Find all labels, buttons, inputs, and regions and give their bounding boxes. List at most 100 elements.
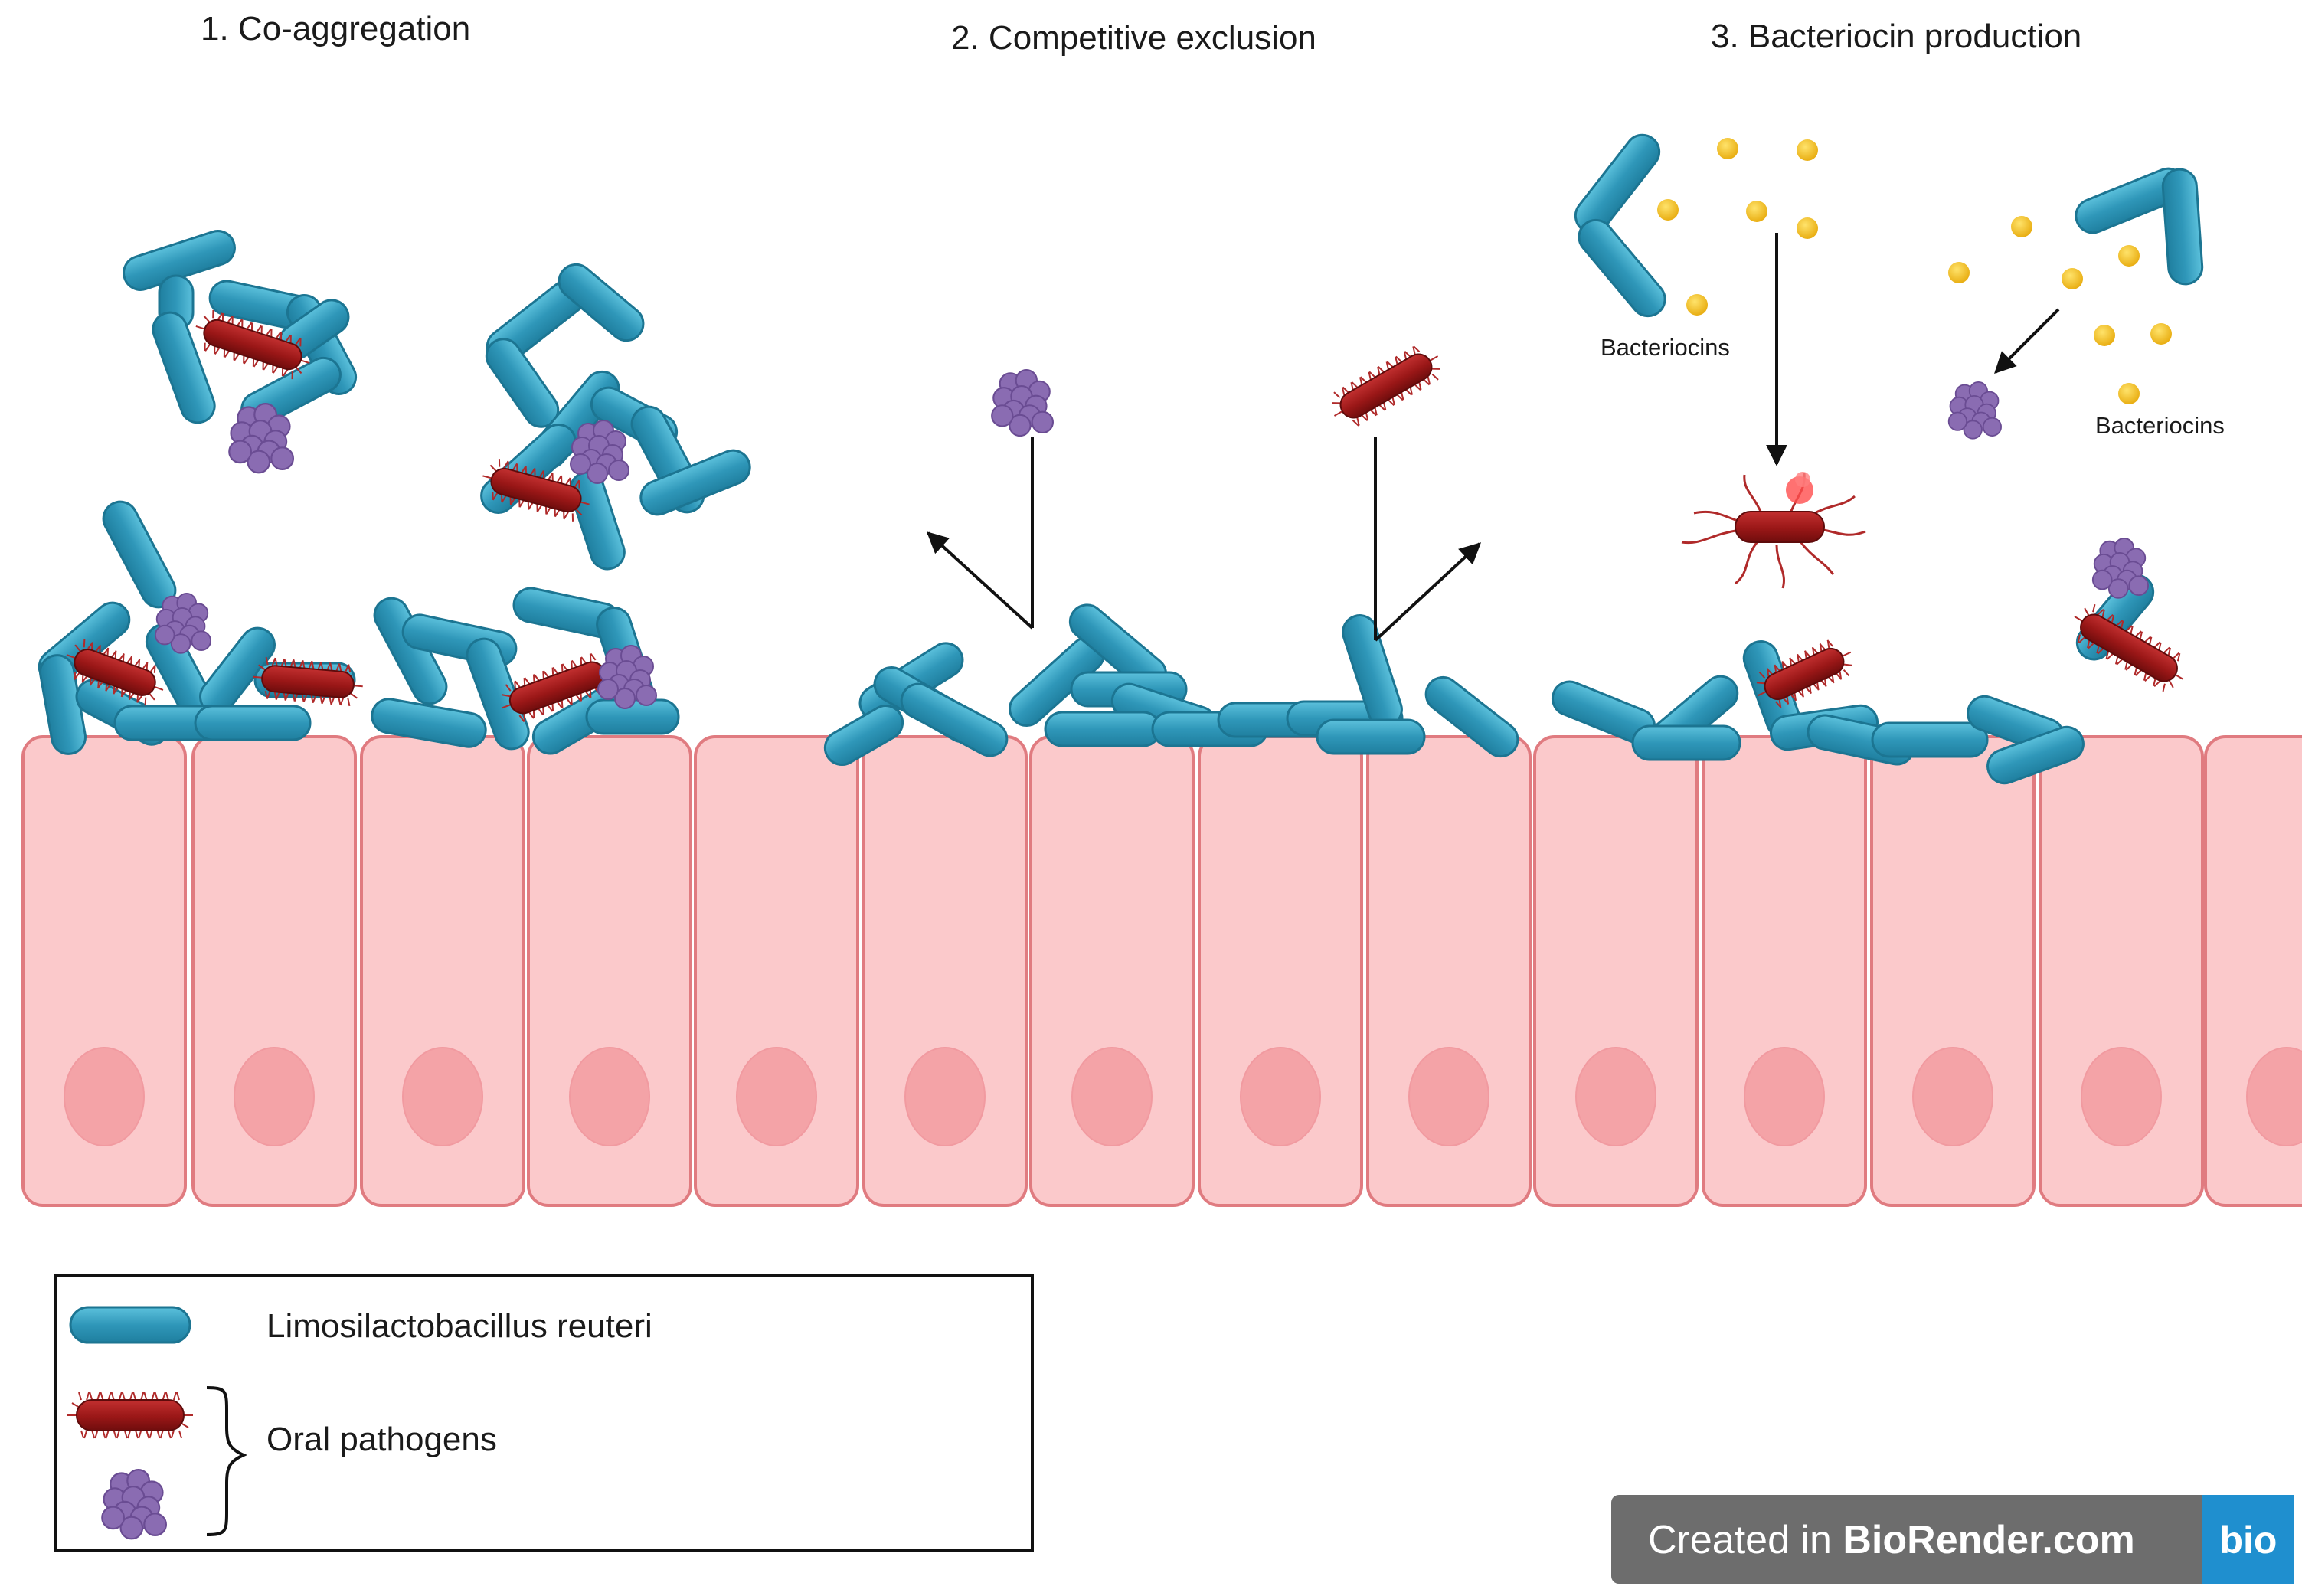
- cell-nucleus: [234, 1047, 315, 1146]
- reuteri-rod-body: [152, 311, 216, 424]
- pathogen-rod-body: [2080, 613, 2178, 682]
- reuteri-rod-body: [823, 705, 904, 766]
- coccus: [1963, 420, 1983, 440]
- cell-nucleus: [569, 1047, 650, 1146]
- coccus: [101, 1506, 125, 1530]
- coccus: [247, 450, 271, 474]
- pathogen-rod: [2074, 603, 2184, 692]
- cell-nucleus: [736, 1047, 817, 1146]
- reuteri-rod: [639, 449, 751, 516]
- arrows: [926, 233, 2060, 642]
- coccus: [614, 688, 636, 709]
- coccus: [1947, 411, 1967, 431]
- cell-nucleus: [2246, 1047, 2302, 1146]
- epithelial-cell: [1702, 735, 1867, 1207]
- section-title-coaggregation: 1. Co-aggregation: [201, 10, 470, 47]
- arrow-deflect-right: [1374, 542, 1482, 642]
- cell-body: [1533, 735, 1699, 1207]
- bacteriocin-dot: [2118, 383, 2140, 404]
- reuteri-rod: [152, 311, 216, 424]
- legend-reuteri-label: Limosilactobacillus reuteri: [266, 1307, 652, 1345]
- legend-pathogen-rod-swatch: [67, 1392, 193, 1439]
- reuteri-rod: [123, 230, 236, 291]
- reuteri-rod-body: [371, 698, 487, 748]
- section-title-competitive-exclusion: 2. Competitive exclusion: [951, 19, 1316, 57]
- coccus: [228, 440, 252, 464]
- bacteriocin-dot: [2150, 323, 2172, 345]
- epithelial-cell: [1366, 735, 1532, 1207]
- lysed-filament: [1798, 540, 1835, 575]
- bacteriocin-dot: [1797, 139, 1818, 161]
- pathogen-cluster: [570, 420, 629, 484]
- epithelial-cell: [527, 735, 692, 1207]
- pathogen-rod: [253, 656, 363, 707]
- cell-nucleus: [1240, 1047, 1321, 1146]
- pathogen-cluster: [991, 369, 1054, 437]
- reuteri-rod-body: [69, 1306, 191, 1344]
- pathogen-cilia: [482, 459, 590, 522]
- epithelial-cell: [694, 735, 859, 1207]
- coccus: [1031, 410, 1054, 433]
- reuteri-rod: [1578, 218, 1666, 318]
- pathogen-cilia: [67, 1392, 193, 1439]
- coccus: [570, 453, 591, 475]
- epithelial-cell: [2039, 735, 2204, 1207]
- coccus: [1009, 414, 1032, 437]
- cell-nucleus: [64, 1047, 145, 1146]
- reuteri-rod-body: [1574, 133, 1661, 234]
- bacteriocin-dot: [2062, 268, 2083, 289]
- coccus: [597, 679, 619, 700]
- badge-background: [1611, 1495, 2294, 1584]
- pathogen-cluster: [228, 402, 295, 474]
- bacteriocin-dot: [1717, 138, 1738, 159]
- badge-text: Created in BioRender.com: [1648, 1518, 2135, 1562]
- badge-brand: BioRender.com: [1843, 1518, 2134, 1562]
- coccus: [608, 460, 629, 481]
- coccus: [154, 624, 175, 646]
- coccus: [119, 1516, 144, 1540]
- reuteri-rod-body: [1044, 711, 1162, 747]
- cell-nucleus: [1071, 1047, 1153, 1146]
- section-title-bacteriocin-production: 3. Bacteriocin production: [1711, 18, 2081, 55]
- cell-body: [2039, 735, 2204, 1207]
- cell-body: [694, 735, 859, 1207]
- pathogen-cilia: [2074, 603, 2184, 692]
- coccus: [270, 446, 295, 471]
- coccus: [587, 463, 608, 484]
- lysed-filament: [1811, 495, 1856, 516]
- lysed-pathogen-body: [1735, 511, 1825, 543]
- reuteri-rod-body: [1986, 725, 2085, 785]
- pathogen-rod: [1332, 345, 1440, 427]
- lysed-pathogen: [1681, 472, 1866, 589]
- bacteriocin-dot: [1797, 217, 1818, 239]
- epithelial-cell: [1533, 735, 1699, 1207]
- pathogen-cilia: [1332, 345, 1440, 427]
- epithelial-cell: [1029, 735, 1195, 1207]
- reuteri-rod: [1044, 711, 1162, 747]
- reuteri-rod: [371, 698, 487, 748]
- arrow-bacteriocin-diag: [1994, 308, 2060, 374]
- pathogen-rod: [67, 1392, 193, 1439]
- bacteriocins-label-left: Bacteriocins: [1601, 334, 1730, 361]
- legend-box: [54, 1274, 1034, 1552]
- legend-reuteri-swatch: [69, 1306, 191, 1344]
- reuteri-rod: [69, 1306, 191, 1344]
- bacteriocin-dot: [2094, 325, 2115, 346]
- lysed-filament: [1743, 474, 1763, 514]
- pathogen-rod-body: [1339, 353, 1433, 419]
- epithelial-cell: [1870, 735, 2036, 1207]
- bacteriocin-dot: [1657, 199, 1679, 221]
- coccus: [991, 404, 1014, 427]
- bacteriocin-dot: [1948, 262, 1970, 283]
- pathogen-rod-body: [76, 1399, 185, 1431]
- pathogen-rod-body: [74, 649, 156, 696]
- pathogen-rod-body: [261, 665, 355, 698]
- reuteri-rod: [194, 705, 312, 741]
- reuteri-rod-body: [123, 230, 236, 291]
- reuteri-rod: [102, 500, 177, 609]
- reuteri-rod-body: [1578, 218, 1666, 318]
- bacteriocins-label-right: Bacteriocins: [2095, 412, 2225, 439]
- coccus: [2091, 569, 2113, 590]
